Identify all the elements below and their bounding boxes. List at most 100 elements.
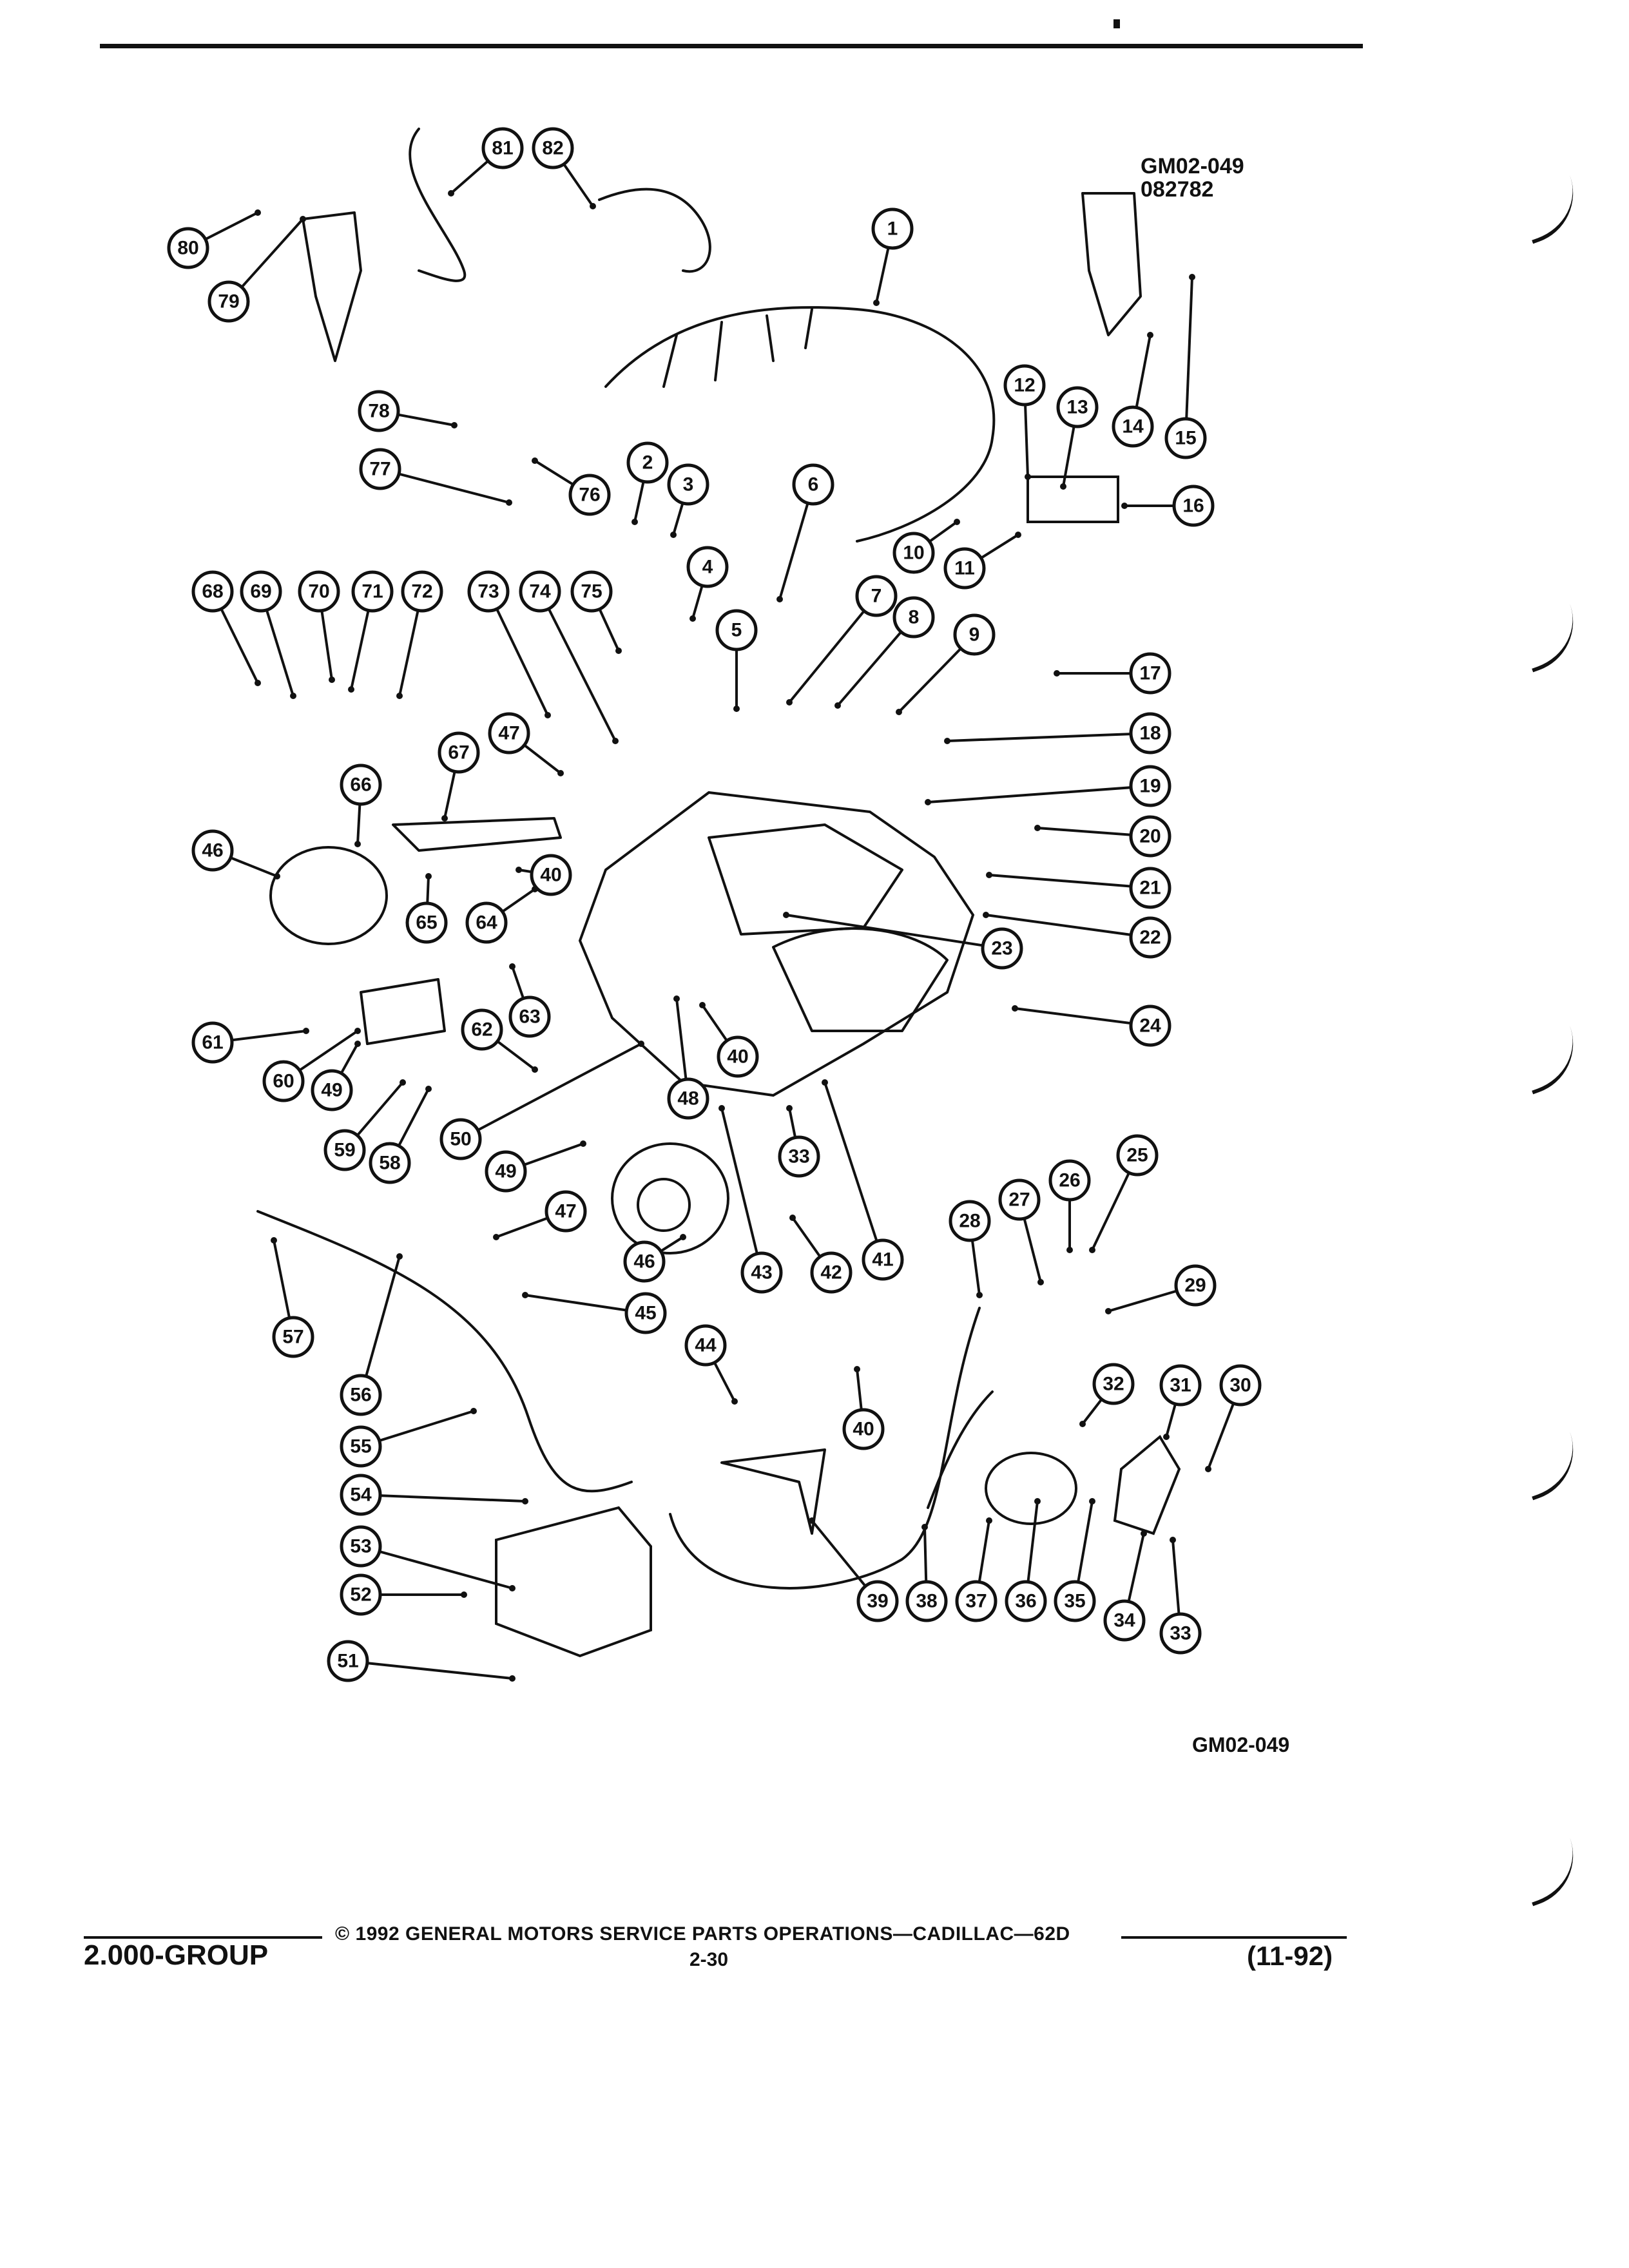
leader-tip bbox=[1037, 1279, 1044, 1285]
callout-number: 37 bbox=[965, 1591, 987, 1612]
bracket-60 bbox=[360, 978, 446, 1045]
leader-tip bbox=[522, 1498, 528, 1504]
callout-number: 70 bbox=[308, 581, 329, 602]
callout-11: 11 bbox=[943, 532, 1021, 590]
callout-bubble bbox=[311, 1069, 353, 1111]
callout-bubble bbox=[327, 1640, 369, 1682]
callout-26: 26 bbox=[1048, 1159, 1091, 1253]
callout-number: 3 bbox=[683, 474, 694, 495]
callout-bubble bbox=[1056, 386, 1099, 428]
callout-bubble bbox=[1172, 485, 1215, 527]
callout-bubble bbox=[623, 1240, 666, 1283]
callout-bubble bbox=[955, 1580, 998, 1622]
callout-38: 38 bbox=[905, 1524, 948, 1622]
callout-bubble bbox=[532, 127, 574, 169]
leader-tip bbox=[680, 1234, 686, 1240]
leader-tip bbox=[522, 1292, 528, 1298]
leader-tip bbox=[921, 1524, 928, 1530]
callout-number: 49 bbox=[321, 1080, 342, 1101]
leader-tip bbox=[1163, 1434, 1170, 1440]
bracket-67 bbox=[392, 817, 562, 852]
leader-tip bbox=[786, 699, 793, 706]
leader-line bbox=[1014, 1007, 1151, 1027]
leader-tip bbox=[1141, 1530, 1147, 1537]
callout-bubble bbox=[778, 1135, 820, 1178]
callout-34: 34 bbox=[1103, 1530, 1147, 1642]
callout-number: 8 bbox=[909, 607, 920, 628]
leader-tip bbox=[854, 1366, 860, 1372]
footer-copyright: © 1992 GENERAL MOTORS SERVICE PARTS OPER… bbox=[335, 1923, 1070, 1945]
leader-tip bbox=[396, 693, 403, 699]
callout-bubble bbox=[351, 570, 394, 613]
callout-bubble bbox=[369, 1142, 411, 1184]
callout-bubble bbox=[1092, 1363, 1135, 1405]
callout-22: 22 bbox=[983, 912, 1171, 959]
callout-7: 7 bbox=[786, 575, 898, 706]
callout-bubble bbox=[684, 1324, 727, 1367]
callout-bubble bbox=[892, 532, 935, 574]
callout-59: 59 bbox=[323, 1079, 406, 1171]
leader-tip bbox=[1105, 1308, 1112, 1314]
leader-tip bbox=[1012, 1005, 1018, 1012]
callout-number: 72 bbox=[411, 581, 432, 602]
leader-tip bbox=[509, 1675, 516, 1682]
callout-number: 74 bbox=[529, 581, 551, 602]
leader-tip bbox=[1060, 483, 1066, 490]
callout-number: 2 bbox=[642, 452, 653, 474]
callout-number: 54 bbox=[350, 1485, 372, 1506]
callout-bubble bbox=[438, 731, 480, 774]
callout-29: 29 bbox=[1105, 1264, 1217, 1314]
leader-tip bbox=[896, 709, 902, 715]
leader-tip bbox=[1025, 474, 1031, 480]
callout-number: 18 bbox=[1139, 723, 1161, 744]
callout-number: 82 bbox=[542, 138, 563, 159]
callout-9: 9 bbox=[896, 613, 996, 715]
callout-number: 47 bbox=[555, 1201, 576, 1222]
callout-63: 63 bbox=[508, 963, 551, 1038]
callout-number: 48 bbox=[677, 1088, 699, 1110]
callout-bubble bbox=[340, 1525, 382, 1568]
callout-64: 64 bbox=[465, 886, 538, 944]
callout-bubble bbox=[1129, 712, 1171, 754]
callout-bubble bbox=[1159, 1364, 1202, 1407]
leader-tip bbox=[638, 1041, 644, 1047]
callout-52: 52 bbox=[340, 1573, 467, 1616]
callout-bubble bbox=[1174, 1264, 1217, 1307]
callout-bubble bbox=[1048, 1159, 1091, 1202]
callout-number: 66 bbox=[350, 774, 371, 796]
callout-3: 3 bbox=[667, 463, 709, 538]
leader-line bbox=[380, 468, 510, 504]
callout-bubble bbox=[1005, 1580, 1047, 1622]
leader-tip bbox=[461, 1591, 467, 1598]
leader-tip bbox=[1121, 503, 1128, 509]
callout-31: 31 bbox=[1159, 1364, 1202, 1440]
callout-number: 58 bbox=[379, 1153, 400, 1174]
callout-66: 66 bbox=[340, 764, 382, 847]
callout-bubble bbox=[570, 570, 613, 613]
callout-bubble bbox=[715, 609, 758, 651]
callout-bubble bbox=[1129, 765, 1171, 807]
engine-block bbox=[578, 791, 975, 1097]
callout-bubble bbox=[485, 1150, 527, 1193]
callout-bubble bbox=[401, 570, 443, 613]
callout-number: 9 bbox=[969, 624, 980, 646]
leader-tip bbox=[470, 1408, 477, 1414]
callout-bubble bbox=[191, 829, 234, 872]
callout-15: 15 bbox=[1164, 274, 1207, 459]
harness-left bbox=[409, 128, 467, 282]
callout-bubble bbox=[1159, 1612, 1202, 1655]
leader-tip bbox=[1034, 825, 1041, 831]
leader-tip bbox=[699, 1002, 706, 1008]
callout-bubble bbox=[862, 1238, 904, 1281]
footer-date: (11-92) bbox=[1247, 1941, 1333, 1971]
leader-tip bbox=[673, 995, 680, 1002]
intake-manifold bbox=[708, 823, 903, 936]
leader-line bbox=[824, 1082, 884, 1260]
harness-branch bbox=[662, 308, 813, 388]
callout-4: 4 bbox=[686, 546, 729, 622]
callout-number: 33 bbox=[788, 1146, 809, 1168]
callout-18: 18 bbox=[944, 712, 1171, 754]
callout-49a: 49 bbox=[485, 1140, 586, 1193]
leader-tip bbox=[986, 1517, 992, 1524]
leader-line bbox=[988, 874, 1151, 889]
